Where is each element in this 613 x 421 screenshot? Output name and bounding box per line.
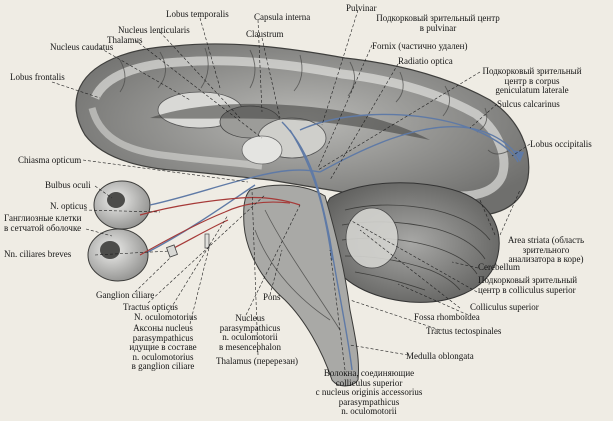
label-bulbus-oculi: Bulbus oculi [45,180,91,190]
label-cerebellum: Cerebellum [478,262,520,272]
label-nn-ciliares-breves: Nn. ciliares breves [4,249,72,259]
label-area-striata: Area striata (область зрительного анализ… [507,235,585,264]
label-lobus-occipitalis: Lobus occipitalis [530,139,592,149]
label-radiatio-optica: Radiatio optica [398,56,453,66]
label-ganglion-ciliare: Ganglion ciliare [96,290,155,300]
label-n-opticus: N. opticus [50,201,87,211]
label-tractus-opticus: Tractus opticus [123,302,178,312]
label-chiasma-opticum: Chiasma opticum [18,155,82,165]
label-sulcus-calcarinus: Sulcus calcarinus [497,99,560,109]
label-fibers: Волокна, соединяющие colliculus superior… [315,368,423,416]
label-fornix: Fornix (частично удален) [372,41,468,51]
label-nucleus-parasympathicus: Nucleus parasympathicus n. oculomotorii … [219,313,281,352]
label-capsula-interna: Capsula interna [254,12,311,22]
label-medulla-oblongata: Medulla oblongata [406,351,474,361]
label-subcortical-cgl: Подкорковый зрительный центр в corpus ge… [482,66,582,95]
label-n-oculomotorius: N. oculomotorius [134,312,197,322]
label-pons: Pons [263,292,281,302]
label-lobus-frontalis: Lobus frontalis [10,72,65,82]
label-lobus-temporalis: Lobus temporalis [166,9,229,19]
label-colliculus-superior: Colliculus superior [470,302,539,312]
label-nucleus-caudatus: Nucleus caudatus [50,42,114,52]
label-subcortical-pulvinar: Подкорковый зрительный центр в pulvinar [376,13,500,33]
label-nucleus-lenticularis: Nucleus lenticularis [118,25,190,35]
label-ganglion-cells: Ганглиозные клетки в сетчатой оболочке [4,213,82,233]
label-axons: Аксоны nucleus parasympathicus идущие в … [129,323,197,371]
label-tractus-tectospinales: Tractus tectospinales [426,326,502,336]
label-subcortical-colliculus: Подкорковый зрительный центр в colliculu… [478,275,578,295]
label-thalamus-cut: Thalamus (перерезан) [216,356,299,366]
label-thalamus: Thalamus [107,35,143,45]
label-claustrum: Claustrum [246,29,284,39]
label-fossa-rhomboidea: Fossa rhomboidea [414,312,480,322]
label-pulvinar: Pulvinar [346,3,377,13]
